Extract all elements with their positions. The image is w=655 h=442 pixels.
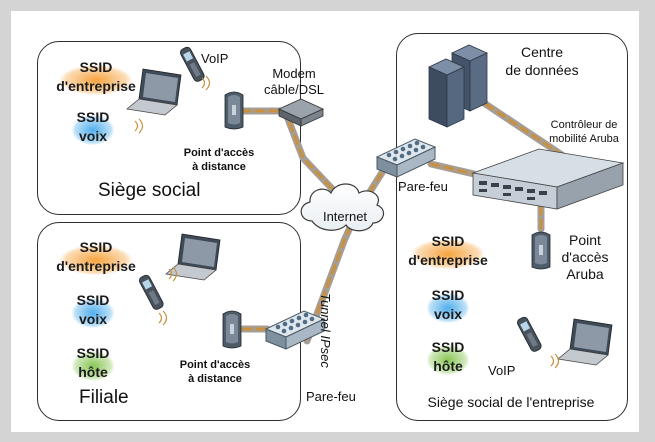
- ssid-label: SSID: [79, 239, 113, 255]
- ssid-label: SSID: [431, 233, 465, 249]
- ssid-label: SSID: [431, 287, 465, 303]
- ssid-voice-badge: SSID voix: [418, 286, 478, 330]
- access-point-icon: [222, 310, 242, 349]
- zone-corporate-title: Siège social de l'entreprise: [427, 394, 595, 410]
- ssid-label: SSID: [76, 292, 110, 308]
- wireless-wave-icons: [134, 75, 560, 369]
- controller-label-line: mobilité Aruba: [549, 133, 619, 145]
- laptop-icon: [126, 68, 182, 116]
- aruba-ap-label: Point d'accès Aruba: [555, 232, 615, 283]
- tunnel-label: Tunnel IPsec: [318, 293, 333, 368]
- ap-label-line: à distance: [192, 161, 246, 173]
- ssid-label: voix: [78, 128, 107, 144]
- ssid-label: hôte: [78, 364, 108, 380]
- datacenter-label-line: de données: [505, 62, 579, 78]
- network-links: [126, 44, 625, 369]
- ssid-guest-badge: SSID hôte: [418, 338, 478, 382]
- modem-icon: [278, 98, 324, 127]
- ssid-enterprise-badge: SSID d'entreprise: [45, 58, 147, 102]
- ssid-label: d'entreprise: [408, 252, 488, 268]
- ssid-label: voix: [78, 311, 107, 327]
- zone-hq-title: Siège social: [98, 180, 201, 201]
- firewall-icon: [264, 310, 326, 350]
- datacenter-label-line: Centre: [520, 44, 564, 60]
- ssid-label: SSID: [431, 339, 465, 355]
- ssid-label: SSID: [79, 59, 113, 75]
- ssid-enterprise-badge: SSID d'entreprise: [397, 232, 499, 276]
- modem-label: Modem câble/DSL: [256, 66, 332, 98]
- aruba-ap-label-line: d'accès: [561, 249, 609, 265]
- access-point-icon: [224, 91, 244, 130]
- datacenter-label: Centre de données: [500, 43, 584, 79]
- aruba-ap-label-line: Aruba: [566, 266, 604, 282]
- server-icon: [428, 44, 488, 128]
- hq-remote-ap-label: Point d'accès à distance: [171, 146, 267, 174]
- access-point-icon: [531, 231, 551, 270]
- ssid-guest-badge: SSID hôte: [63, 344, 123, 388]
- modem-label-line: Modem: [272, 66, 316, 81]
- aruba-ap-label-line: Point: [569, 232, 601, 248]
- voip-label: VoIP: [201, 51, 229, 66]
- ap-label-line: à distance: [188, 373, 242, 385]
- cloud-icon: [300, 183, 385, 232]
- ssid-label: voix: [433, 306, 462, 322]
- ssid-label: SSID: [76, 109, 110, 125]
- modem-label-line: câble/DSL: [264, 82, 324, 97]
- zone-branch-title: Filiale: [79, 387, 129, 408]
- phone-icon: [517, 316, 542, 352]
- ssid-voice-badge: SSID voix: [63, 291, 123, 335]
- corporate-firewall-label: Pare-feu: [398, 179, 448, 194]
- controller-label-line: Contrôleur de: [550, 119, 618, 131]
- firewall-icon: [375, 138, 437, 178]
- laptop-icon: [165, 233, 221, 281]
- ap-label-line: Point d'accès: [183, 147, 255, 159]
- diagram-canvas: SSID d'entreprise SSID voix SSID d'entre…: [11, 11, 639, 432]
- phone-icon: [180, 46, 205, 82]
- ssid-label: d'entreprise: [56, 258, 136, 274]
- laptop-icon: [557, 318, 613, 366]
- branch-firewall-label: Pare-feu: [306, 389, 356, 404]
- ssid-label: hôte: [433, 358, 463, 374]
- corporate-voip-label: VoIP: [488, 363, 516, 378]
- internet-label: Internet: [322, 209, 368, 224]
- ssid-label: SSID: [76, 345, 110, 361]
- branch-remote-ap-label: Point d'accès à distance: [167, 358, 263, 386]
- ssid-voice-badge: SSID voix: [63, 108, 123, 152]
- ssid-enterprise-badge: SSID d'entreprise: [45, 238, 147, 282]
- controller-icon: [471, 148, 625, 210]
- ap-label-line: Point d'accès: [179, 359, 251, 371]
- ssid-label: d'entreprise: [56, 78, 136, 94]
- controller-label: Contrôleur de mobilité Aruba: [535, 118, 633, 146]
